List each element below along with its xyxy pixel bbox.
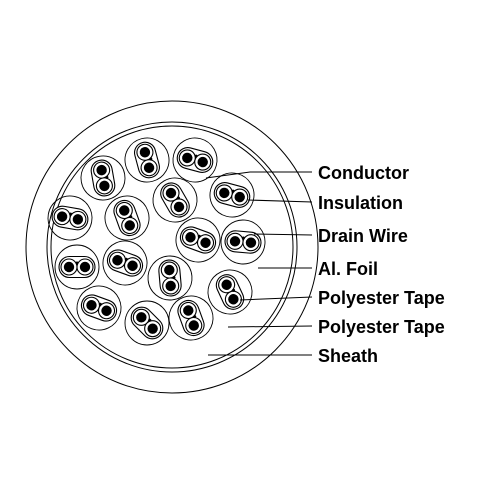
- twisted-pair: [220, 219, 266, 265]
- conductor-core: [79, 261, 91, 273]
- twisted-pair: [80, 155, 126, 201]
- conductor-core: [219, 187, 230, 199]
- al-foil-label: Al. Foil: [318, 259, 378, 279]
- polyester-tape-2-leader: [227, 325, 313, 328]
- conductor-core: [127, 260, 138, 271]
- pair-foil-circle: [207, 269, 253, 315]
- conductor-core: [221, 279, 232, 290]
- twisted-pair: [104, 195, 150, 241]
- drain-wire-dot: [231, 189, 235, 193]
- drain-wire-dot: [197, 234, 201, 238]
- twisted-pair: [209, 172, 255, 218]
- pair-foil-circle: [172, 137, 218, 183]
- twisted-pair: [124, 137, 170, 183]
- conductor-core: [124, 220, 135, 231]
- conductor-core: [197, 156, 208, 168]
- twisted-pair: [172, 137, 218, 183]
- polyester-tape-1-leader: [239, 296, 313, 301]
- pair-group: [47, 137, 266, 346]
- polyester-tape-inner-outline: [50, 125, 294, 369]
- drain-wire-dot: [176, 196, 180, 200]
- conductor-core: [165, 187, 177, 199]
- pair-foil-circle: [124, 137, 170, 183]
- polyester-tape-2-label: Polyester Tape: [318, 317, 445, 337]
- drain-wire-label: Drain Wire: [318, 226, 408, 246]
- conductor-core: [173, 201, 185, 213]
- conductor-core: [72, 214, 84, 225]
- drain-wire-dot: [149, 157, 153, 161]
- conductor-core: [147, 323, 158, 334]
- sheath-label: Sheath: [318, 346, 378, 366]
- conductor-core: [101, 305, 112, 316]
- drain-wire-dot: [148, 318, 152, 322]
- conductor-core: [229, 236, 241, 247]
- conductor-core: [136, 312, 147, 323]
- drain-wire-leader: [253, 233, 313, 236]
- conductor-core: [99, 180, 110, 192]
- pair-foil-circle: [47, 195, 93, 241]
- pair-foil-circle: [152, 177, 198, 223]
- pair-foil-circle: [168, 295, 214, 341]
- twisted-pair: [168, 295, 214, 341]
- conductor-core: [143, 162, 155, 173]
- drain-wire-dot: [194, 154, 198, 158]
- twisted-pair: [147, 255, 193, 301]
- conductor-core: [112, 255, 123, 266]
- pair-foil-circle: [102, 240, 148, 286]
- insulation-leader: [247, 199, 313, 203]
- conductor-core: [56, 211, 68, 222]
- conductor-core: [185, 232, 196, 243]
- twisted-pair: [54, 244, 100, 290]
- conductor-core: [182, 152, 193, 164]
- pair-foil-circle: [76, 285, 122, 331]
- twisted-pair: [76, 285, 122, 331]
- drain-wire-dot: [69, 212, 73, 216]
- pair-foil-circle: [220, 219, 266, 265]
- polyester-tape-outer-outline: [46, 121, 298, 373]
- twisted-pair: [175, 217, 221, 263]
- conductor-core: [228, 294, 239, 305]
- drain-wire-dot: [105, 175, 109, 179]
- drain-wire-dot: [129, 215, 133, 219]
- conductor-core: [119, 205, 130, 216]
- conductor-core: [200, 237, 211, 248]
- drain-wire-dot: [193, 315, 197, 319]
- pair-foil-circle: [124, 300, 170, 346]
- drain-wire-dot: [241, 236, 245, 240]
- twisted-pair: [207, 269, 253, 315]
- drain-wire-dot: [75, 261, 79, 265]
- conductor-core: [164, 264, 175, 276]
- conductor-core: [165, 280, 176, 292]
- pair-foil-circle: [80, 155, 126, 201]
- conductor-core: [245, 237, 257, 248]
- conductor-core: [86, 300, 97, 311]
- conductor-label: Conductor: [318, 163, 409, 183]
- pair-foil-circle: [175, 217, 221, 263]
- drain-wire-dot: [232, 288, 236, 292]
- insulation-label: Insulation: [318, 193, 403, 213]
- conductor-core: [63, 261, 75, 273]
- twisted-pair: [152, 177, 198, 223]
- twisted-pair: [124, 300, 170, 346]
- polyester-tape-1-label: Polyester Tape: [318, 288, 445, 308]
- conductor-core: [188, 320, 199, 331]
- twisted-pair: [47, 195, 93, 241]
- drain-wire-dot: [124, 257, 128, 261]
- conductor-core: [183, 305, 194, 316]
- conductor-core: [96, 164, 107, 176]
- drain-wire-dot: [98, 302, 102, 306]
- pair-foil-circle: [104, 195, 150, 241]
- drain-wire-dot: [172, 276, 176, 280]
- conductor-leader: [205, 171, 312, 179]
- conductor-core: [139, 147, 151, 158]
- sheath-outline: [25, 100, 319, 394]
- leader-lines: [205, 171, 313, 356]
- pair-foil-circle: [54, 244, 100, 290]
- twisted-pair: [102, 240, 148, 286]
- conductor-core: [234, 191, 245, 203]
- pair-foil-circle: [147, 255, 193, 301]
